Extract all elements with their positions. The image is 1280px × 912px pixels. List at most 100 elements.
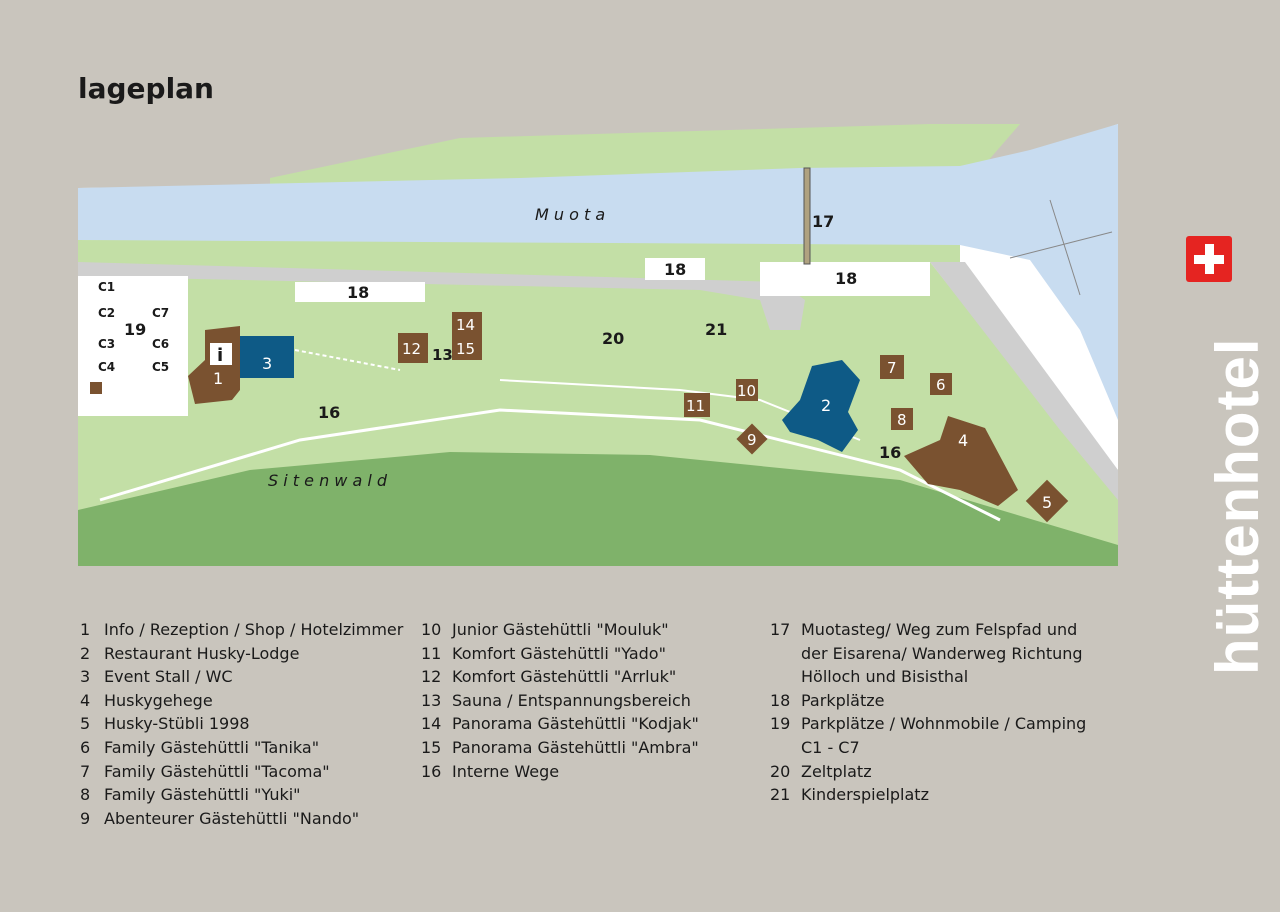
- legend-number: 12: [421, 667, 442, 687]
- legend-label: Kinderspielplatz: [801, 785, 929, 805]
- connector: [294, 349, 401, 371]
- legend-label: Info / Rezeption / Shop / Hotelzimmer: [104, 620, 404, 639]
- legend-number: 1: [80, 620, 91, 639]
- label-3: 3: [262, 354, 272, 373]
- camping-c3: C3: [98, 337, 115, 351]
- legend-label: Komfort Gästehüttli "Arrluk": [452, 667, 677, 687]
- label-6: 6: [936, 376, 946, 394]
- east-road: [930, 262, 1118, 500]
- legend-label: Family Gästehüttli "Tacoma": [104, 761, 330, 781]
- building-3: [240, 336, 294, 378]
- legend-number: 19: [770, 714, 791, 734]
- label-19: 19: [124, 320, 146, 339]
- label-18a: 18: [347, 283, 369, 302]
- legend-number: 8: [80, 785, 91, 805]
- label-8: 8: [897, 411, 907, 429]
- label-12: 12: [402, 340, 421, 358]
- building-4: [904, 416, 1018, 506]
- legend-number: 18: [770, 690, 791, 710]
- building-9: [736, 423, 768, 455]
- label-20: 20: [602, 329, 624, 348]
- label-info: i: [217, 345, 223, 366]
- camping-c7: C7: [152, 306, 169, 320]
- legend-number: 14: [421, 714, 442, 734]
- legend-label: Family Gästehüttli "Tanika": [104, 737, 320, 757]
- label-18c: 18: [835, 269, 857, 288]
- legend-label: Panorama Gästehüttli "Ambra": [452, 737, 699, 757]
- building-12: [398, 333, 428, 363]
- label-10: 10: [737, 382, 756, 400]
- building-15: [452, 336, 482, 360]
- building-2: [782, 360, 860, 452]
- legend-item: 8 Family Gästehüttli "Yuki": [80, 783, 403, 807]
- legend-number: 11: [421, 643, 442, 663]
- camping-c6: C6: [152, 337, 169, 351]
- camping-area: [78, 276, 188, 416]
- label-5: 5: [1042, 493, 1052, 512]
- label-7: 7: [887, 359, 897, 377]
- legend-number: 16: [421, 761, 442, 781]
- main-road: [78, 262, 805, 330]
- label-2: 2: [821, 396, 831, 415]
- legend-label: Junior Gästehüttli "Mouluk": [452, 620, 669, 639]
- label-17: 17: [812, 212, 834, 231]
- legend-number: 4: [80, 690, 91, 710]
- label-16b: 16: [879, 443, 901, 462]
- near-bank: [78, 240, 960, 262]
- building-6: [930, 373, 952, 395]
- legend-number: 10: [421, 620, 442, 639]
- legend-label: Abenteurer Gästehüttli "Nando": [104, 808, 360, 828]
- legend-number: 7: [80, 761, 91, 781]
- legend-label: Event Stall / WC: [104, 667, 233, 687]
- legend-item: 12 Komfort Gästehüttli "Arrluk": [421, 665, 699, 689]
- legend-label: Komfort Gästehüttli "Yado": [452, 643, 666, 663]
- brand-logo: hüttenhotel: [1204, 337, 1271, 675]
- label-18b: 18: [664, 260, 686, 279]
- page-title: lageplan: [78, 72, 214, 105]
- river: [78, 124, 1118, 420]
- legend-number: 20: [770, 761, 791, 781]
- swiss-flag-icon: [1186, 236, 1232, 282]
- legend-number: 2: [80, 643, 91, 663]
- legend-number: 5: [80, 714, 91, 734]
- camping-c2: C2: [98, 306, 115, 320]
- label-1: 1: [213, 369, 223, 388]
- building-10: [736, 379, 758, 401]
- building-8: [891, 408, 913, 430]
- parking-18-b: [645, 258, 705, 280]
- legend-number: 6: [80, 737, 91, 757]
- parking-18-a: [295, 282, 425, 302]
- label-4: 4: [958, 431, 968, 450]
- building-c4: [90, 382, 102, 394]
- camping-c4: C4: [98, 360, 115, 374]
- legend-item: 1 Info / Rezeption / Shop / Hotelzimmer: [80, 618, 403, 642]
- legend-label: Family Gästehüttli "Yuki": [104, 785, 301, 805]
- legend-item: 2 Restaurant Husky-Lodge: [80, 642, 403, 666]
- legend-item: 10 Junior Gästehüttli "Mouluk": [421, 618, 699, 642]
- legend-item: 6 Family Gästehüttli "Tanika": [80, 736, 403, 760]
- label-16a: 16: [318, 403, 340, 422]
- label-15: 15: [456, 340, 475, 358]
- building-14: [452, 312, 482, 336]
- legend-label: Restaurant Husky-Lodge: [104, 643, 300, 663]
- legend-number: 15: [421, 737, 442, 757]
- info-box: [210, 343, 232, 365]
- legend-item: 7 Family Gästehüttli "Tacoma": [80, 760, 403, 784]
- building-7: [880, 355, 904, 379]
- building-11: [684, 393, 710, 417]
- legend-label: Sauna / Entspannungsbereich: [452, 690, 691, 710]
- camping-c1: C1: [98, 280, 115, 294]
